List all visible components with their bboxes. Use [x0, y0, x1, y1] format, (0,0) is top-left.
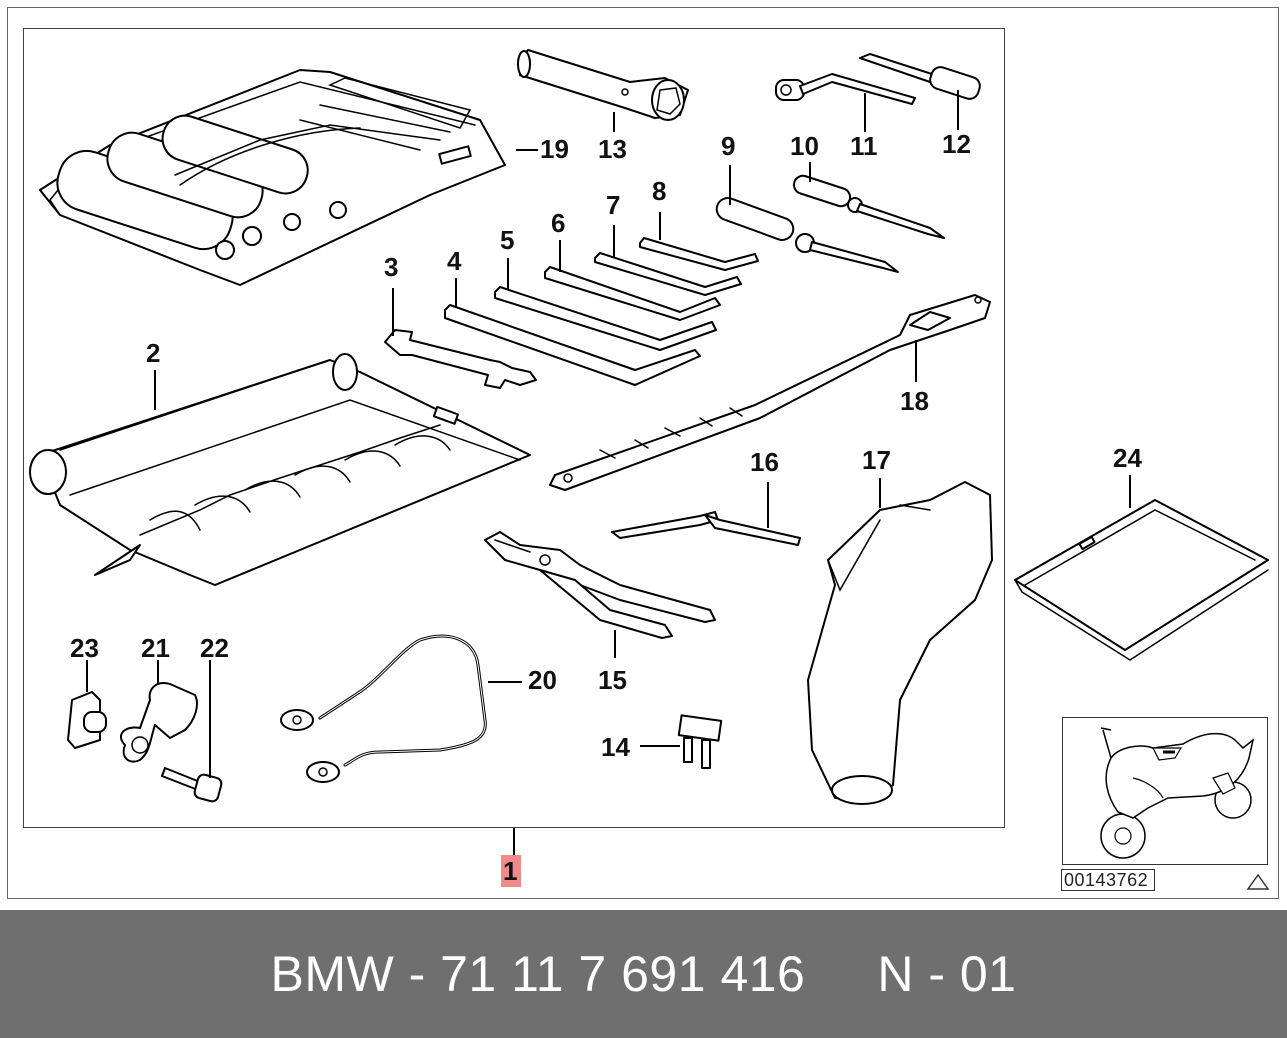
combination-pliers[interactable]: [484, 531, 716, 639]
callout-6: 6: [551, 208, 565, 238]
callout-18: 18: [900, 386, 929, 416]
callout-12: 12: [942, 129, 971, 159]
callout-23: 23: [70, 633, 99, 663]
fuse[interactable]: [677, 714, 723, 769]
leader-lines: [86, 90, 1131, 855]
callout-14: 14: [601, 732, 630, 762]
socket-extension[interactable]: [859, 53, 982, 101]
callout-13: 13: [598, 134, 627, 164]
callout-highlight: [501, 855, 521, 887]
callout-8: 8: [652, 176, 666, 206]
motorcycle-thumbnail-icon: [1062, 717, 1268, 865]
flat-spanner[interactable]: [549, 294, 991, 491]
callout-19: 19: [540, 134, 569, 164]
callout-17: 17: [862, 445, 891, 475]
callout-11: 11: [850, 131, 878, 161]
feeler-gauge[interactable]: [611, 511, 801, 546]
diagram-outer-frame: [7, 7, 1279, 899]
callout-16: 16: [750, 447, 779, 477]
callout-labels: 19 13 9 10 11 12 8 7 6 5 4 3 2 18 16 17 …: [70, 129, 1142, 886]
callout-5: 5: [500, 225, 514, 255]
tool-roll-flat[interactable]: [29, 353, 531, 586]
hex-key-5[interactable]: [494, 286, 717, 351]
footer-bar: BMW - 71 11 7 691 416 N - 01: [0, 910, 1287, 1038]
diagram-inner-frame: [23, 28, 1005, 828]
warning-triangle-icon: [1246, 873, 1270, 890]
callout-1: 1: [503, 856, 517, 886]
callout-3: 3: [384, 252, 398, 282]
open-end-wrench[interactable]: [384, 329, 537, 389]
callout-21: 21: [141, 633, 170, 663]
retaining-clip[interactable]: [120, 682, 198, 763]
document-holder[interactable]: [1014, 499, 1269, 661]
callout-9: 9: [721, 131, 735, 161]
clip-nut[interactable]: [67, 691, 107, 749]
screw[interactable]: [161, 767, 223, 803]
screwdriver-large[interactable]: [714, 195, 899, 273]
callout-22: 22: [200, 633, 229, 663]
part-number-text: BMW - 71 11 7 691 416 N - 01: [270, 946, 1017, 1002]
hex-key-4[interactable]: [444, 304, 701, 386]
hex-key-6[interactable]: [544, 266, 721, 321]
screwdriver-small[interactable]: [792, 173, 945, 239]
callout-24: 24: [1113, 443, 1142, 473]
hex-key-7[interactable]: [594, 252, 742, 296]
callout-7: 7: [606, 190, 620, 220]
box-spanner[interactable]: [517, 49, 689, 121]
diagram-id-label: 00143762: [1061, 869, 1155, 891]
l-socket-wrench[interactable]: [775, 73, 916, 105]
callout-2: 2: [146, 338, 160, 368]
battery-cable[interactable]: [280, 634, 487, 783]
callout-15: 15: [598, 665, 627, 695]
parts-diagram: 19 13 9 10 11 12 8 7 6 5 4 3 2 18 16 17 …: [29, 49, 1269, 886]
protective-sleeve[interactable]: [807, 481, 993, 805]
callout-20: 20: [528, 665, 557, 695]
callout-10: 10: [790, 131, 819, 161]
tool-roll-bag[interactable]: [39, 69, 506, 286]
callout-4: 4: [447, 246, 462, 276]
hex-key-8[interactable]: [639, 237, 759, 271]
